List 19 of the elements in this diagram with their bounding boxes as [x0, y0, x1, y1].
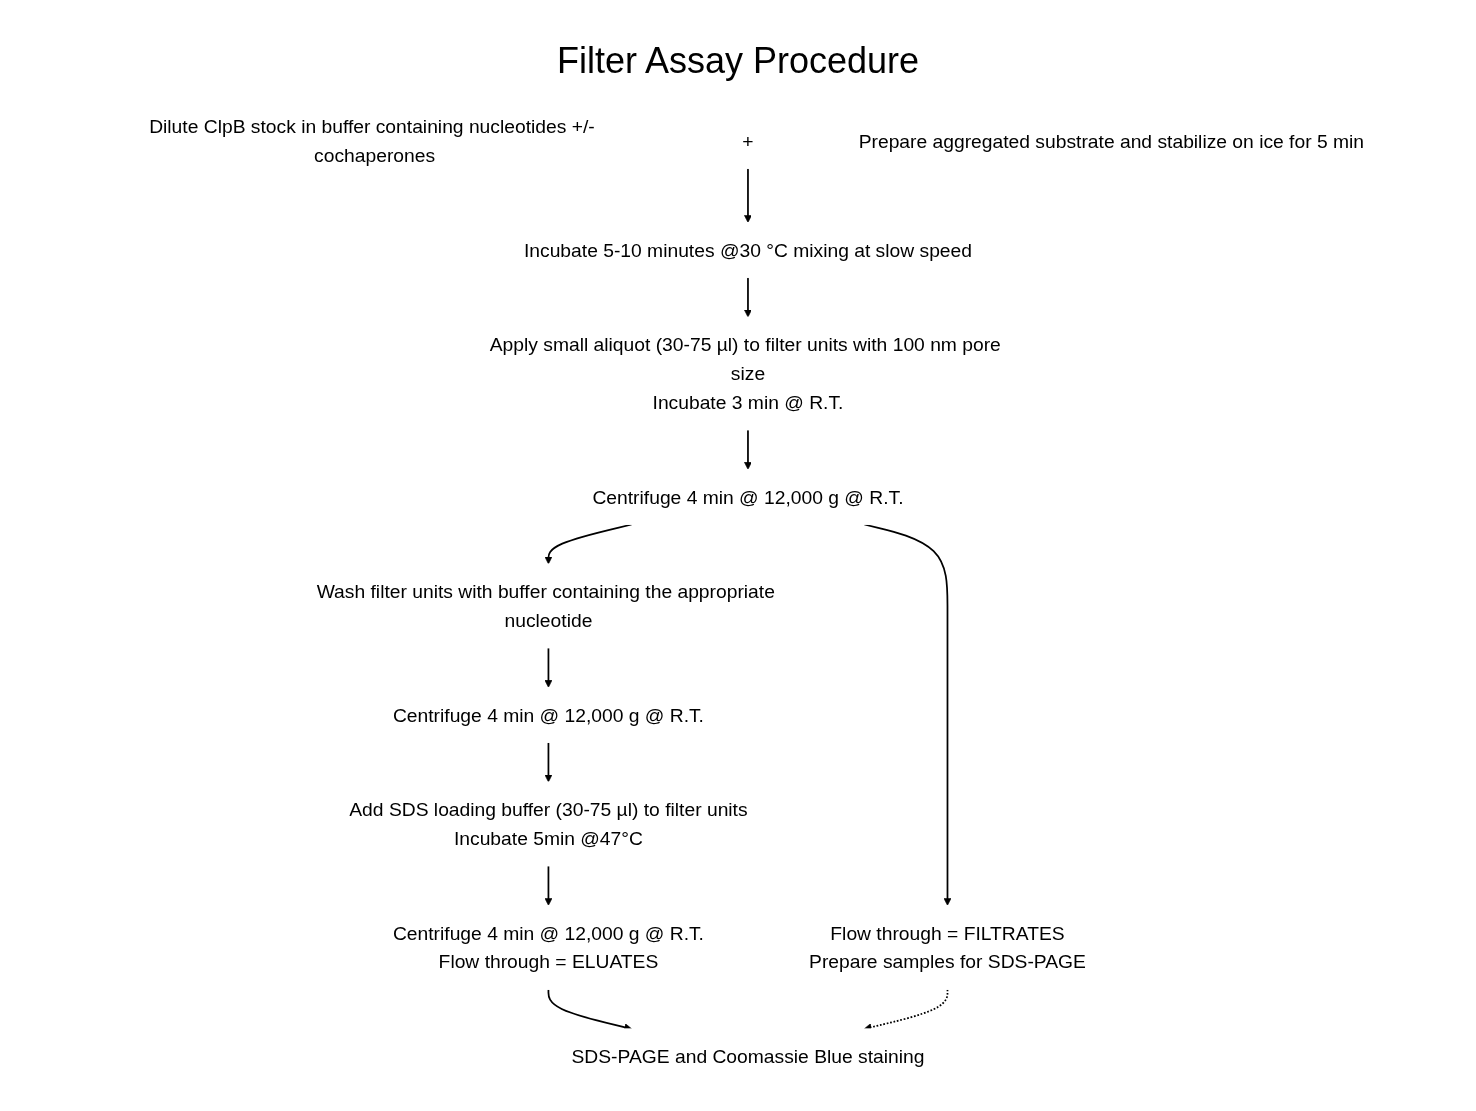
node-text: SDS-PAGE and Coomassie Blue staining	[571, 1045, 925, 1068]
node-text: Flow through = FILTRATES Prepare samples for SDS-PAGE	[809, 922, 1086, 973]
diagram-title: Filter Assay Procedure	[556, 40, 920, 82]
node-text: Dilute ClpB stock in buffer containing nucleotides +/- cochaperones	[149, 115, 595, 167]
arrow	[744, 276, 752, 318]
node-text: Incubate 5-10 minutes @30 °C mixing at slow speed	[523, 239, 972, 261]
node-text: Wash filter units with buffer containing the appropriate nucleotide	[316, 580, 775, 632]
arrow	[544, 741, 553, 783]
node-text: Prepare aggregated substrate and stabilize on ice for 5 min	[858, 130, 1365, 152]
node-text: Centrifuge 4 min @ 12,000 g @ R.T.	[592, 486, 904, 508]
node-text: Centrifuge 4 min @ 12,000 g @ R.T. Flow through = ELUATES	[392, 922, 704, 973]
node-text: Apply small aliquot (30-75 µl) to filter units with 100 nm pore size Incubate 3 min @ R.T.	[489, 333, 1001, 414]
arrow	[744, 429, 752, 470]
arrow	[544, 865, 553, 906]
node-text: Centrifuge 4 min @ 12,000 g @ R.T.	[392, 704, 704, 726]
arrow	[744, 167, 752, 223]
arrow	[544, 647, 553, 688]
node-text: +	[742, 130, 754, 152]
node-text: Add SDS loading buffer (30-75 µl) to filter units Incubate 5min @47°C	[349, 798, 748, 850]
